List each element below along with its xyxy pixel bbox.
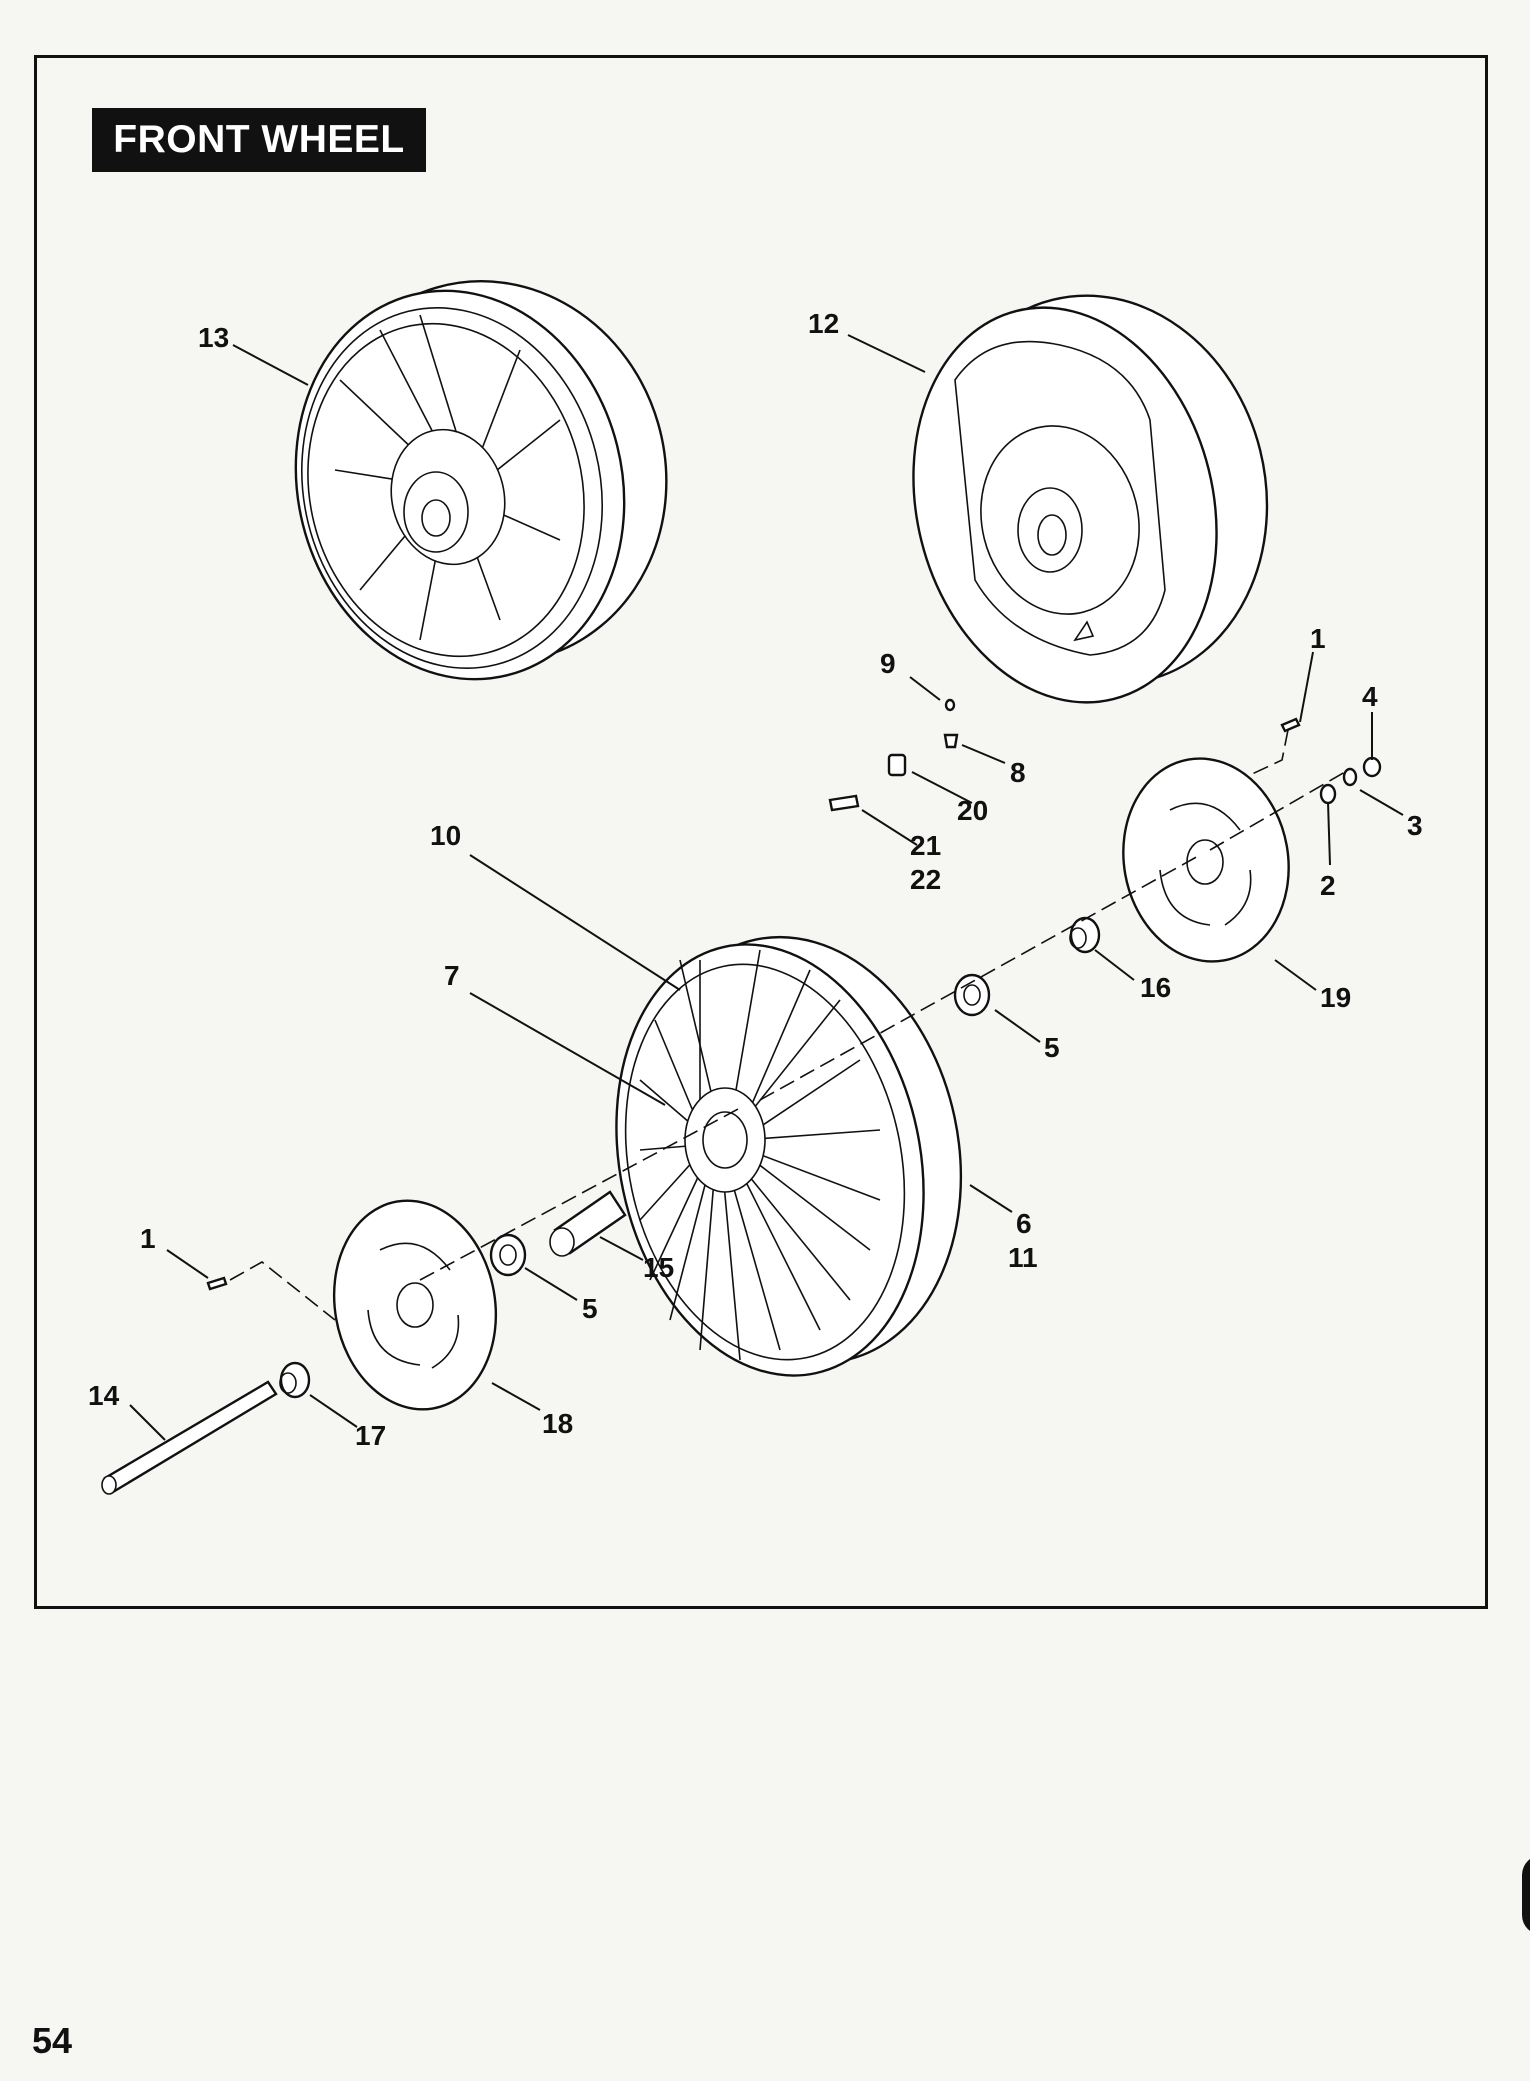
callout-6: 6 <box>1016 1208 1032 1239</box>
spacer-16 <box>1069 916 1101 954</box>
diagram-frame <box>34 55 1488 1609</box>
callout-1-lower: 1 <box>140 1223 156 1254</box>
callout-4: 4 <box>1362 681 1378 712</box>
callout-16: 16 <box>1140 972 1171 1003</box>
screw-1-lower <box>206 1276 228 1291</box>
callout-3: 3 <box>1407 810 1423 841</box>
callout-19: 19 <box>1320 982 1351 1013</box>
callout-10: 10 <box>430 820 461 851</box>
callout-5-lower: 5 <box>582 1293 598 1324</box>
callout-8: 8 <box>1010 757 1026 788</box>
callout-18: 18 <box>542 1408 573 1439</box>
callout-7: 7 <box>444 960 460 991</box>
callout-22: 22 <box>910 864 941 895</box>
axle-14 <box>101 1380 278 1495</box>
valve-cap-9 <box>944 698 956 712</box>
screw-1-upper <box>1280 717 1301 733</box>
grommet-20 <box>887 753 907 777</box>
callout-13: 13 <box>198 322 229 353</box>
callout-labels: 13 12 9 8 20 21 22 1 4 3 2 19 16 5 10 7 … <box>88 308 1423 1451</box>
callout-20: 20 <box>957 795 988 826</box>
callout-2: 2 <box>1320 870 1336 901</box>
brake-rotor-18 <box>332 1199 498 1411</box>
nut-4 <box>1362 756 1382 778</box>
callout-9: 9 <box>880 648 896 679</box>
bearing-5-lower <box>489 1233 527 1277</box>
page-title: FRONT WHEEL <box>113 118 405 161</box>
callout-17: 17 <box>355 1420 386 1451</box>
weight-21 <box>828 794 860 812</box>
spacer-15 <box>549 1190 627 1257</box>
callout-12: 12 <box>808 308 839 339</box>
callout-15: 15 <box>643 1252 674 1283</box>
callout-11: 11 <box>1008 1242 1038 1273</box>
lockwasher-3 <box>1342 767 1358 787</box>
brake-rotor-19 <box>1122 757 1290 963</box>
callout-14: 14 <box>88 1380 120 1411</box>
callout-5-upper: 5 <box>1044 1032 1060 1063</box>
callout-21: 21 <box>910 830 941 861</box>
edge-tab-mark <box>1522 1855 1530 1935</box>
spacer-17 <box>279 1361 311 1399</box>
bearing-5-upper <box>953 973 991 1017</box>
leader-lines <box>129 334 1404 1441</box>
callout-1-upper: 1 <box>1310 623 1326 654</box>
spoke-wheel-6 <box>615 935 963 1377</box>
title-banner: FRONT WHEEL <box>92 108 426 172</box>
cast-wheel-13 <box>294 280 668 681</box>
valve-stem-8 <box>943 733 959 749</box>
washer-2 <box>1319 783 1337 805</box>
page-number: 54 <box>32 2020 73 2061</box>
disc-wheel-12 <box>912 294 1269 704</box>
